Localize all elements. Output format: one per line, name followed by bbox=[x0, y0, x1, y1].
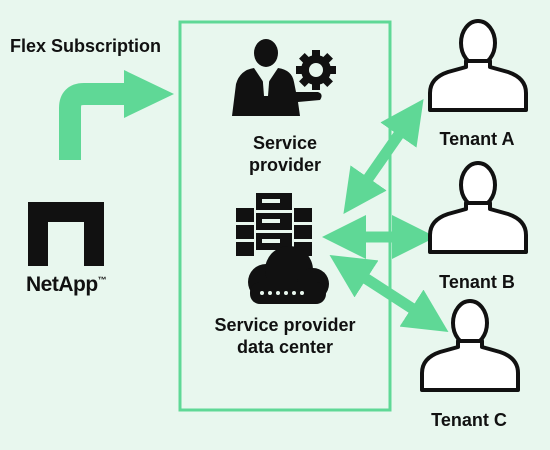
netapp-wordmark: NetApp™ bbox=[26, 273, 107, 297]
tenant-b-person-icon bbox=[428, 161, 528, 254]
service-provider-label: Service provider bbox=[205, 132, 365, 176]
tenant-c-person-icon bbox=[420, 299, 520, 392]
businessman-icon bbox=[232, 39, 322, 116]
tenant-c-label: Tenant C bbox=[431, 410, 507, 430]
arrow-tenant-a bbox=[343, 98, 424, 215]
cloud-dots bbox=[260, 291, 304, 295]
service-provider-line-1: Service bbox=[252, 133, 318, 153]
arrow-tenant-c bbox=[329, 255, 449, 332]
netapp-name: NetApp bbox=[26, 273, 98, 296]
flex-subscription-label: Flex Subscription bbox=[10, 36, 162, 56]
netapp-trademark: ™ bbox=[97, 275, 107, 285]
data-center-line-2: data center bbox=[236, 337, 334, 357]
data-center-line-1: Service provider bbox=[214, 315, 356, 335]
tenant-b-label: Tenant B bbox=[439, 272, 515, 292]
cloud-icon bbox=[248, 246, 329, 304]
gear-icon bbox=[296, 50, 336, 90]
netapp-logo bbox=[28, 202, 104, 266]
flex-subscription-arrow bbox=[59, 70, 174, 160]
tenant-a-label: Tenant A bbox=[439, 129, 515, 149]
server-rack-lights bbox=[262, 199, 280, 243]
service-provider-line-2: provider bbox=[248, 155, 322, 175]
data-center-label: Service provider data center bbox=[195, 314, 375, 358]
tenant-a-person-icon bbox=[428, 19, 528, 112]
